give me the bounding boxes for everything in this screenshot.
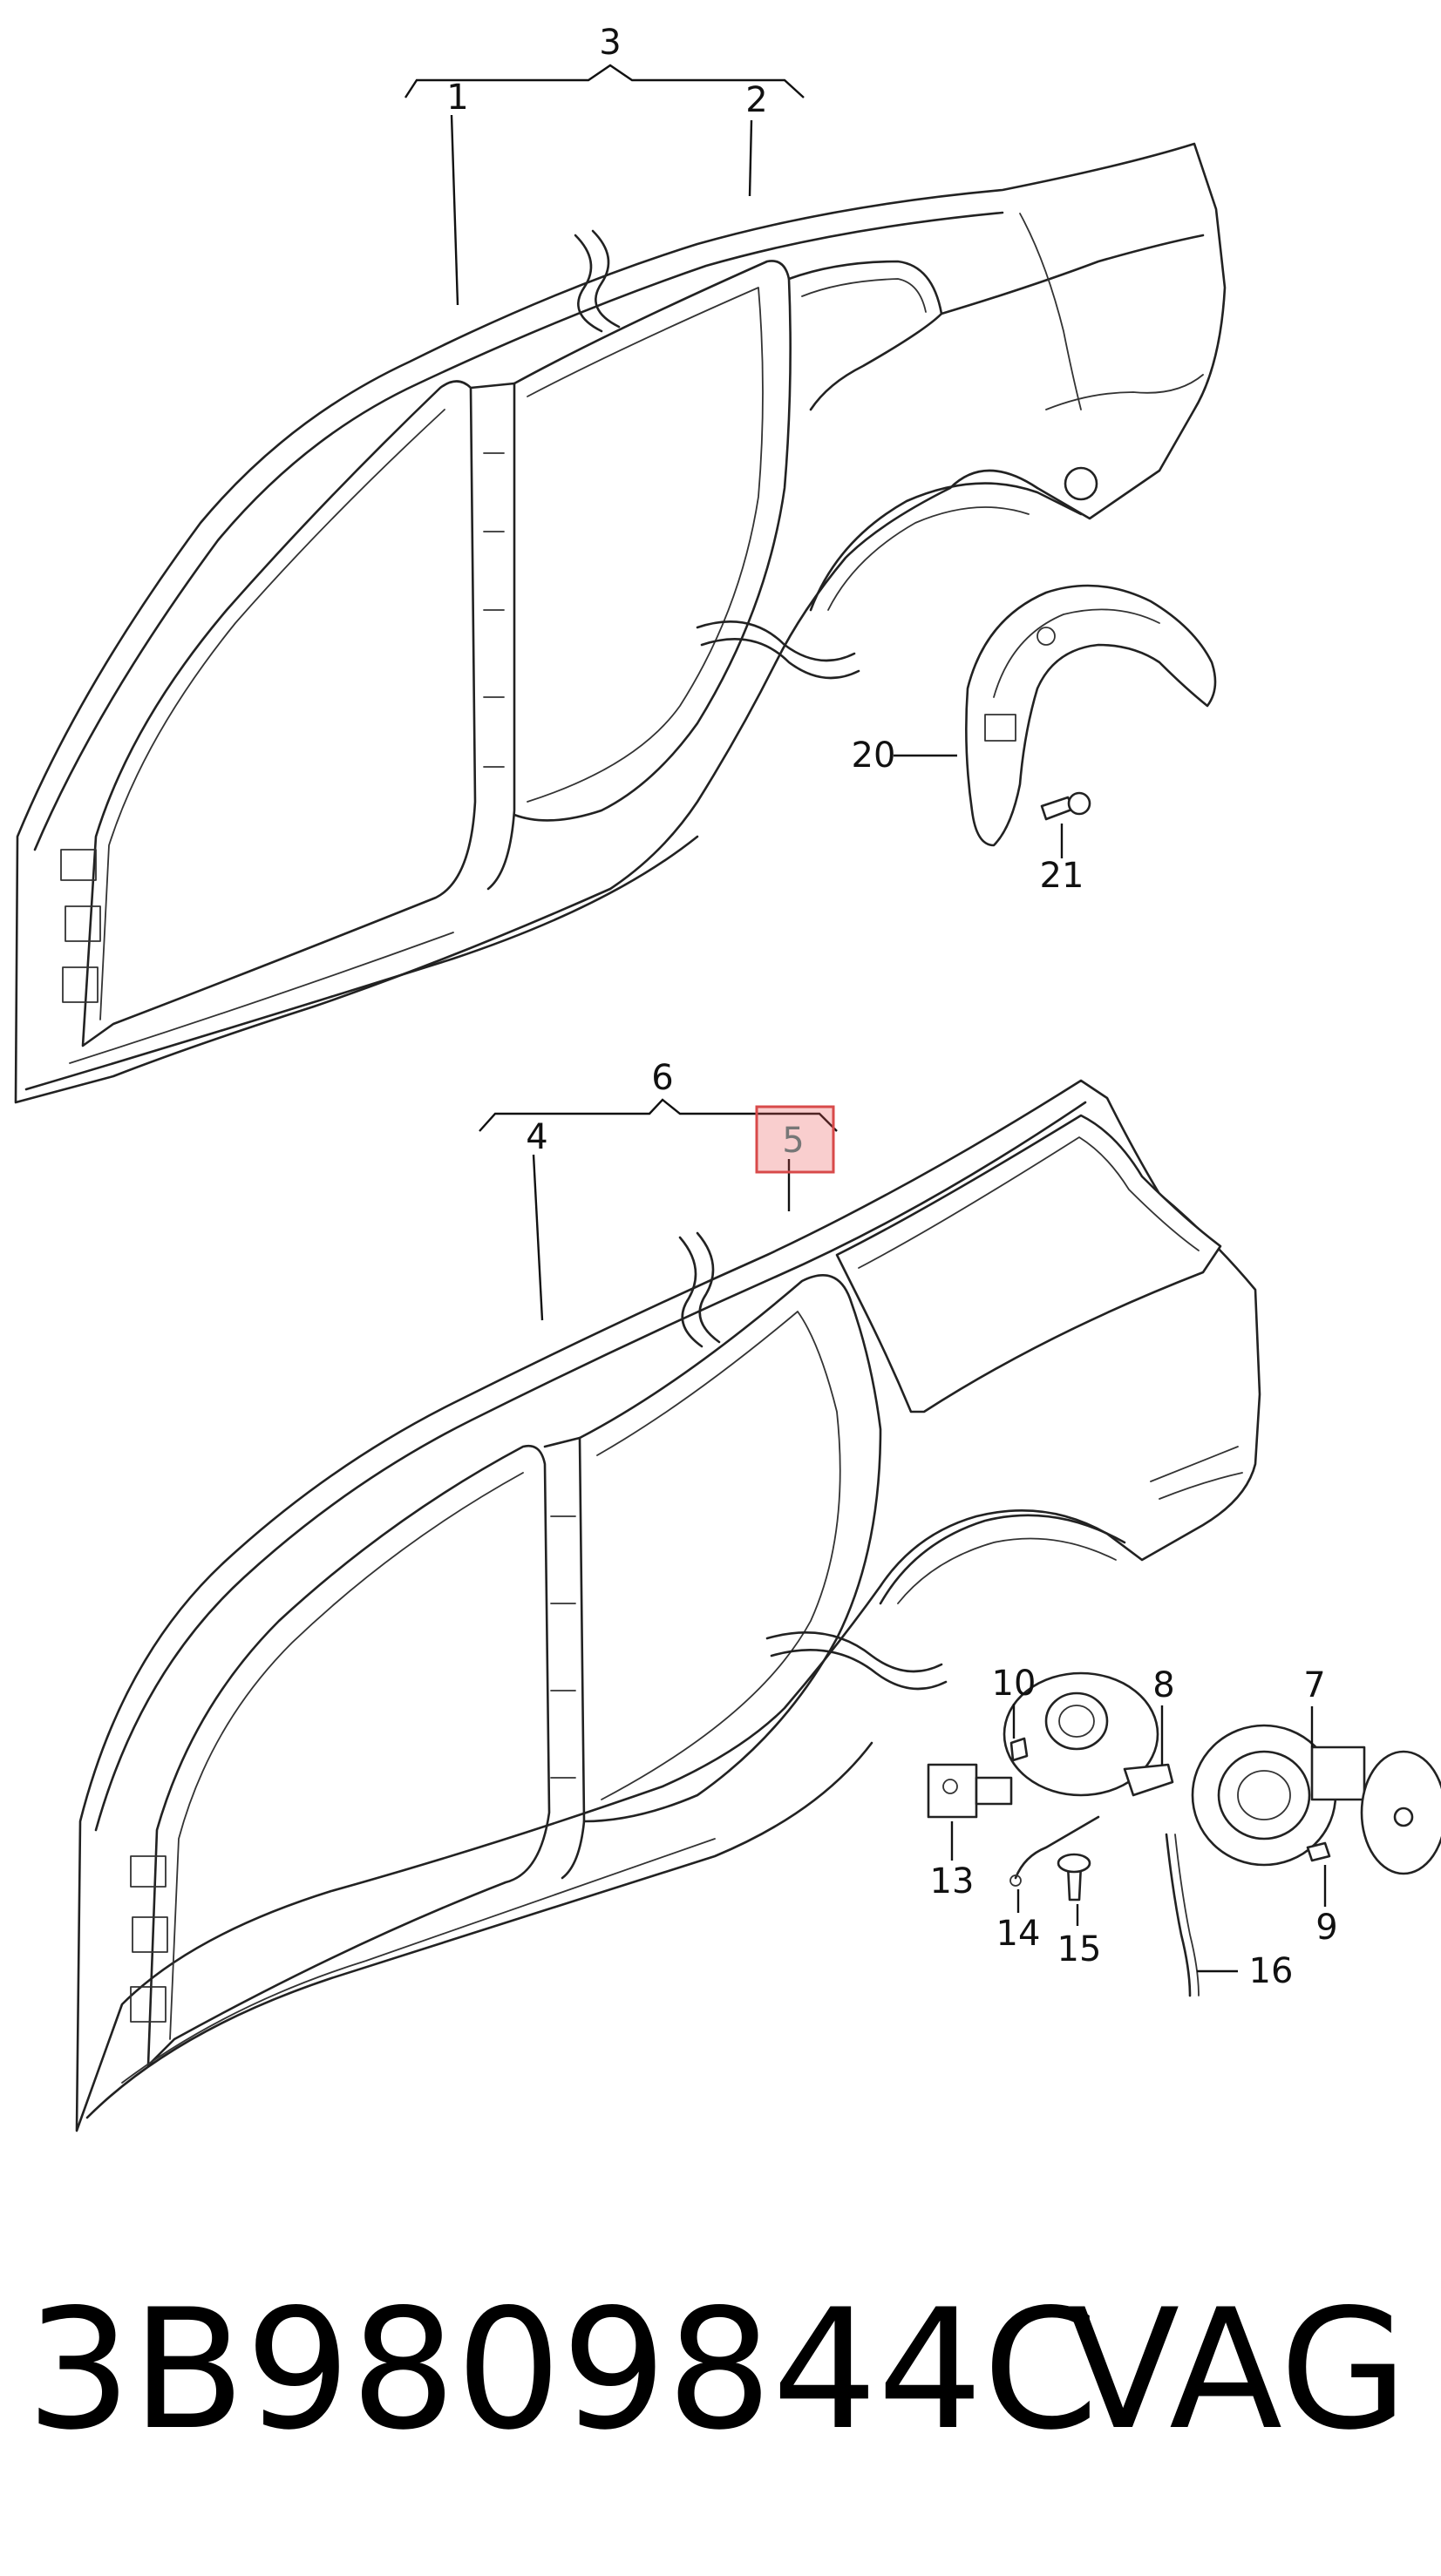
bracket-8 [1123, 1763, 1174, 1797]
fuel-filler-housing-7 [1191, 1724, 1441, 1875]
callout-6: 6 [651, 1058, 673, 1098]
callout-5-highlight [755, 1105, 835, 1174]
callout-1: 1 [446, 78, 468, 118]
callout-10: 10 [992, 1664, 1037, 1704]
callout-8: 8 [1152, 1665, 1174, 1705]
callout-20: 20 [852, 736, 896, 776]
estate-side-panel [75, 1079, 1261, 2132]
callout-15: 15 [1057, 1929, 1102, 1969]
sedan-side-panel [14, 142, 1227, 1104]
screw-10 [1009, 1737, 1029, 1762]
callout-16: 16 [1249, 1951, 1294, 1991]
brand-label: VAG [1066, 2274, 1408, 2466]
callouts: 3 1 2 20 21 6 4 5 10 8 7 13 14 15 16 9 [446, 23, 1337, 1991]
seal-16 [1165, 1833, 1200, 1997]
callout-3: 3 [599, 23, 621, 63]
callout-9: 9 [1315, 1908, 1337, 1948]
callout-21: 21 [1040, 856, 1084, 896]
callout-4: 4 [526, 1117, 547, 1157]
part-number: 3B9809844C [26, 2274, 1098, 2466]
callout-5: 5 [782, 1121, 804, 1161]
screw-21 [1040, 791, 1091, 821]
filler-ring-10 [1003, 1671, 1159, 1797]
actuator-13 [927, 1763, 1013, 1819]
callout-14: 14 [996, 1914, 1041, 1954]
leaders [404, 64, 1327, 1973]
wheel-arch-liner [965, 584, 1217, 847]
cable-14 [1009, 1815, 1100, 1887]
callout-7: 7 [1303, 1665, 1325, 1705]
callout-2: 2 [745, 80, 767, 120]
screw-15 [1057, 1853, 1091, 1901]
screw-9 [1306, 1841, 1331, 1862]
callout-13: 13 [930, 1861, 975, 1901]
